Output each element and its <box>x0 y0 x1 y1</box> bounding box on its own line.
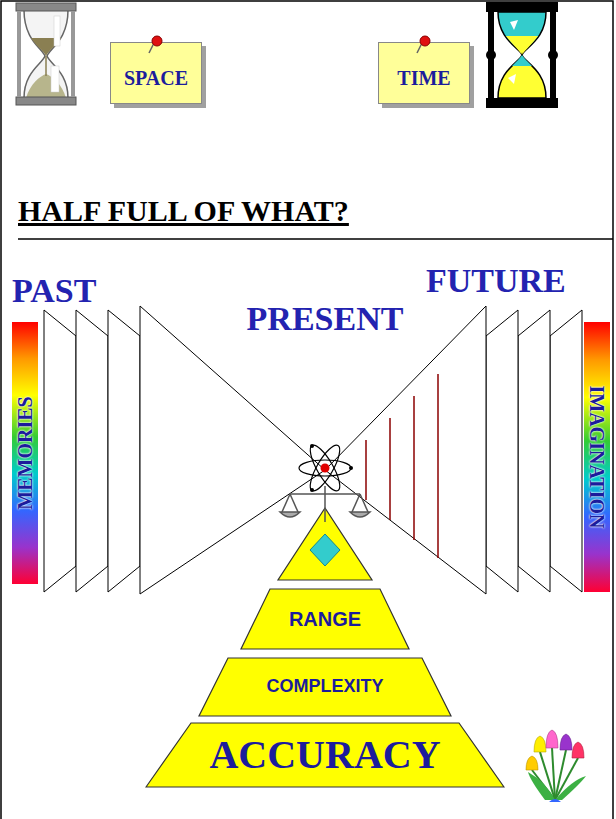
hourglass-left <box>16 3 76 105</box>
node-label: RANGE <box>289 608 361 630</box>
time-label: PRESENT <box>247 300 404 338</box>
title-rule <box>18 238 613 240</box>
pyramid-tier: COMPLEXITY <box>198 657 452 717</box>
page-title: HALF FULL OF WHAT? <box>18 194 349 228</box>
sticky-note: SPACE <box>110 42 202 104</box>
node-label: ACCURACY <box>209 733 440 777</box>
rainbow-band: MEMORIES <box>12 322 38 584</box>
pin-head <box>152 36 162 46</box>
atom-symbol <box>299 441 353 494</box>
tier-outline <box>146 723 504 787</box>
tulips-picture <box>526 730 586 802</box>
pyramid-tier: ACCURACY <box>145 722 505 788</box>
node-label: COMPLEXITY <box>266 677 383 697</box>
time-label: PAST <box>12 272 96 310</box>
diamond-symbol <box>310 534 340 566</box>
node-label: TIME <box>397 67 450 89</box>
sticky-note: TIME <box>378 42 470 104</box>
scales-symbol <box>280 486 370 522</box>
pyramid-tier: RANGE <box>240 588 410 650</box>
future-panels <box>325 306 582 594</box>
rainbow-band: IMAGINATION <box>584 322 610 592</box>
pushpin-icon <box>145 35 165 55</box>
tier-outline <box>241 589 409 649</box>
pin-head <box>420 36 430 46</box>
vertical-label: IMAGINATION <box>586 386 608 529</box>
tier-outline <box>199 658 451 716</box>
vertical-label: MEMORIES <box>14 396 36 509</box>
pushpin-icon <box>413 35 433 55</box>
hourglass-right <box>486 2 558 108</box>
time-label: FUTURE <box>426 262 566 300</box>
node-label: SPACE <box>124 67 188 89</box>
past-panels <box>44 306 325 594</box>
future-lines <box>366 374 438 558</box>
